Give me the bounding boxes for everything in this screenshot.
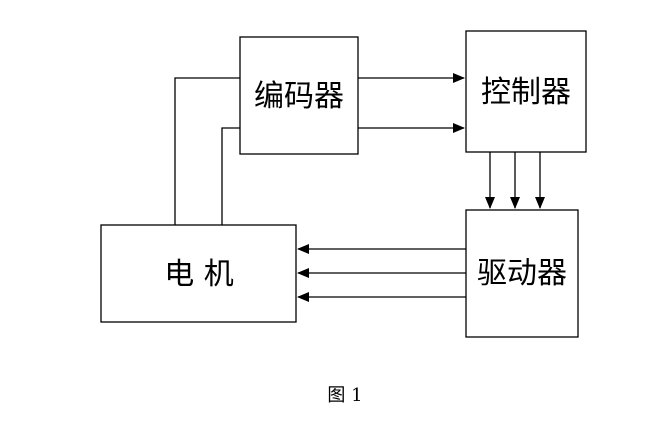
controller-box	[465, 30, 587, 153]
driver-block: 驱动器	[465, 209, 579, 338]
encoder-box	[239, 36, 359, 155]
controller-block: 控制器	[465, 30, 587, 153]
motor-to-encoder-line-2	[221, 127, 240, 225]
motor-box	[100, 224, 297, 323]
motor-to-encoder-line-1	[174, 77, 240, 225]
driver-box	[465, 209, 579, 338]
figure-caption: 图 1	[327, 385, 362, 406]
driver-label: 驱动器	[477, 256, 567, 291]
encoder-block: 编码器	[239, 36, 359, 155]
encoder-label: 编码器	[254, 79, 344, 114]
motor-label: 电 机	[164, 257, 234, 292]
controller-label: 控制器	[481, 75, 571, 110]
motor-block: 电 机	[100, 224, 297, 323]
